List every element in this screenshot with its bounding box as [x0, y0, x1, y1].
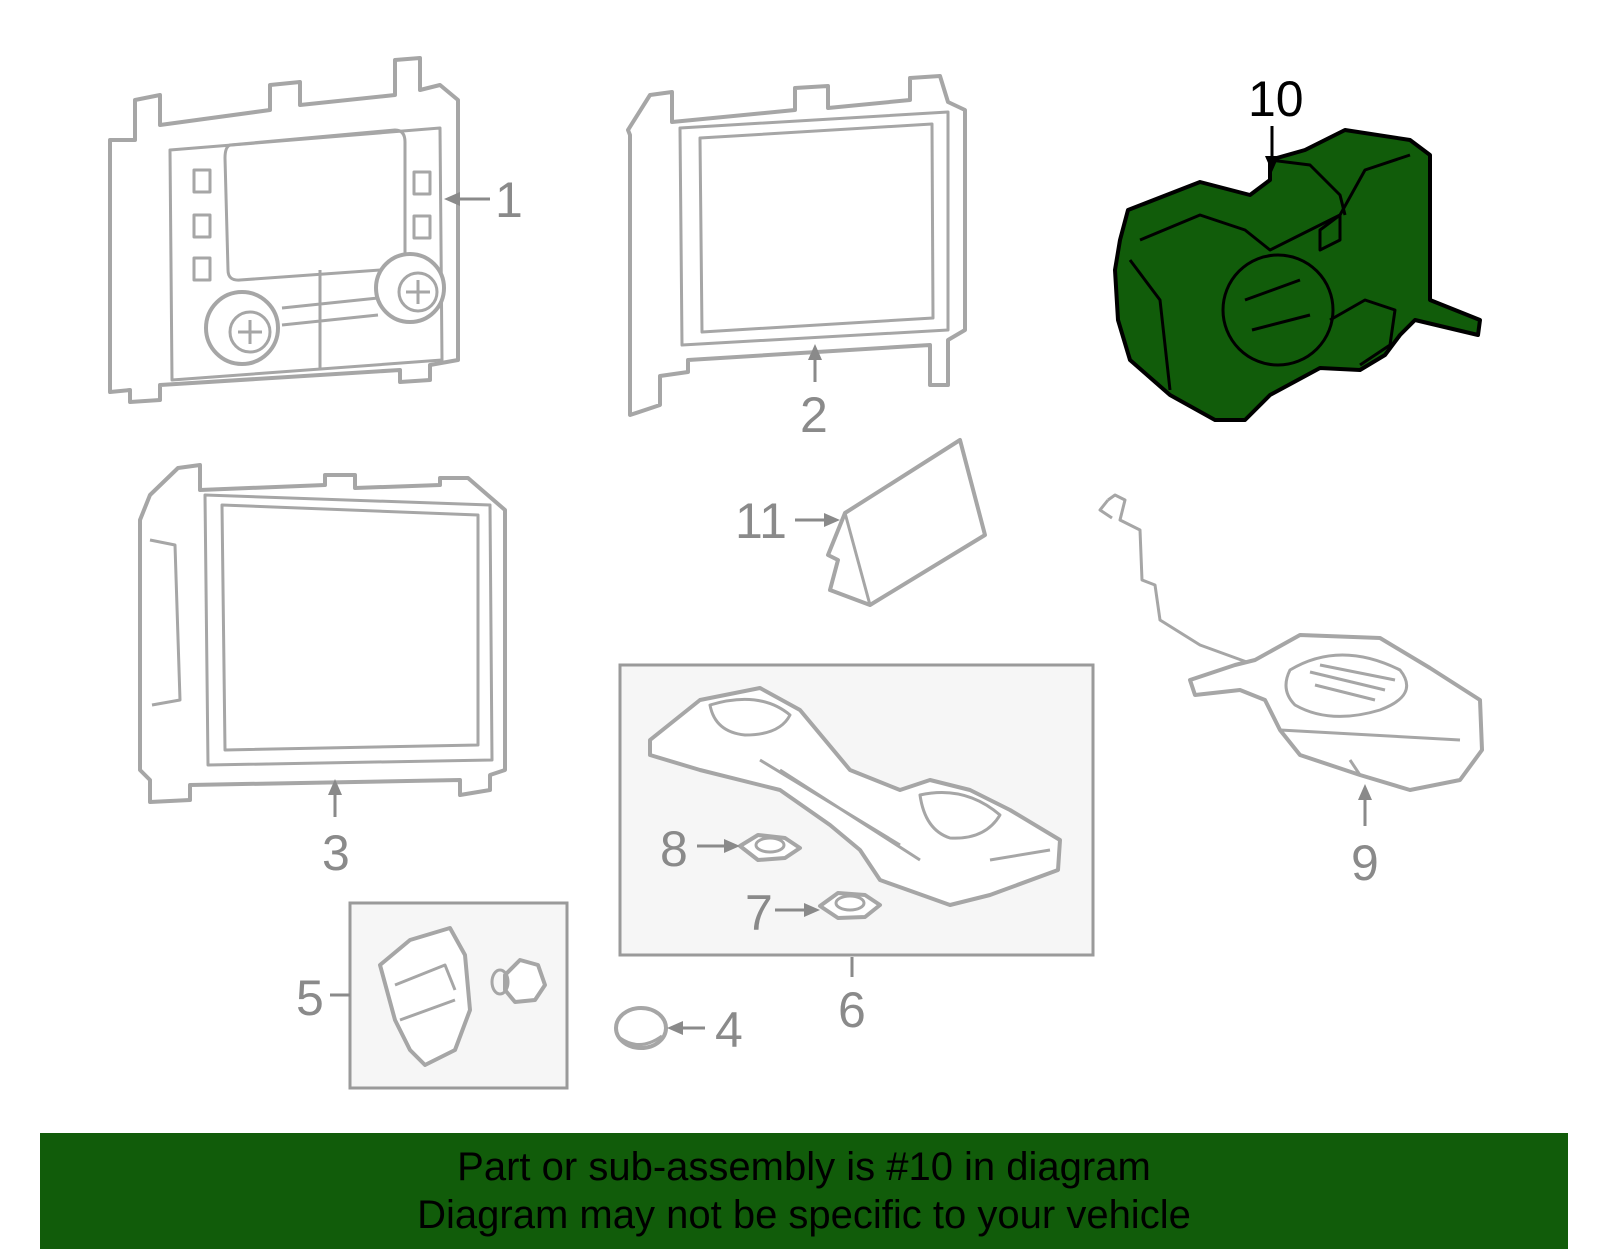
callout-5: 5: [296, 970, 324, 1026]
callout-9: 9: [1351, 835, 1379, 891]
part-2-display-bezel[interactable]: [626, 74, 967, 417]
part-6-console-tray[interactable]: [648, 686, 1062, 907]
callout-4: 4: [715, 1002, 743, 1058]
callout-11: 11: [735, 493, 787, 549]
callout-1: 1: [495, 172, 523, 228]
callout-10: 10: [1248, 71, 1304, 127]
callout-8: 8: [660, 821, 688, 877]
info-banner: Part or sub-assembly is #10 in diagram D…: [40, 1133, 1568, 1249]
part-4-cap[interactable]: [614, 1006, 668, 1050]
part-8-fastener[interactable]: [738, 833, 802, 862]
part-9-charger-with-harness[interactable]: [1098, 493, 1484, 792]
part-5-bracket[interactable]: [378, 926, 472, 1067]
part-5-connector[interactable]: [490, 958, 547, 1004]
callout-3: 3: [322, 825, 350, 881]
part-11-module[interactable]: [826, 438, 987, 607]
part-7-fastener[interactable]: [818, 891, 882, 920]
callout-7: 7: [745, 885, 773, 941]
callout-2: 2: [800, 387, 828, 443]
banner-line-part-info: Part or sub-assembly is #10 in diagram: [457, 1145, 1151, 1189]
banner-line-disclaimer: Diagram may not be specific to your vehi…: [417, 1193, 1191, 1237]
callout-6: 6: [838, 982, 866, 1038]
part-1-radio-unit[interactable]: [108, 56, 460, 404]
part-3-display-frame[interactable]: [138, 463, 507, 804]
part-10-highlighted-assembly[interactable]: [1113, 128, 1482, 422]
